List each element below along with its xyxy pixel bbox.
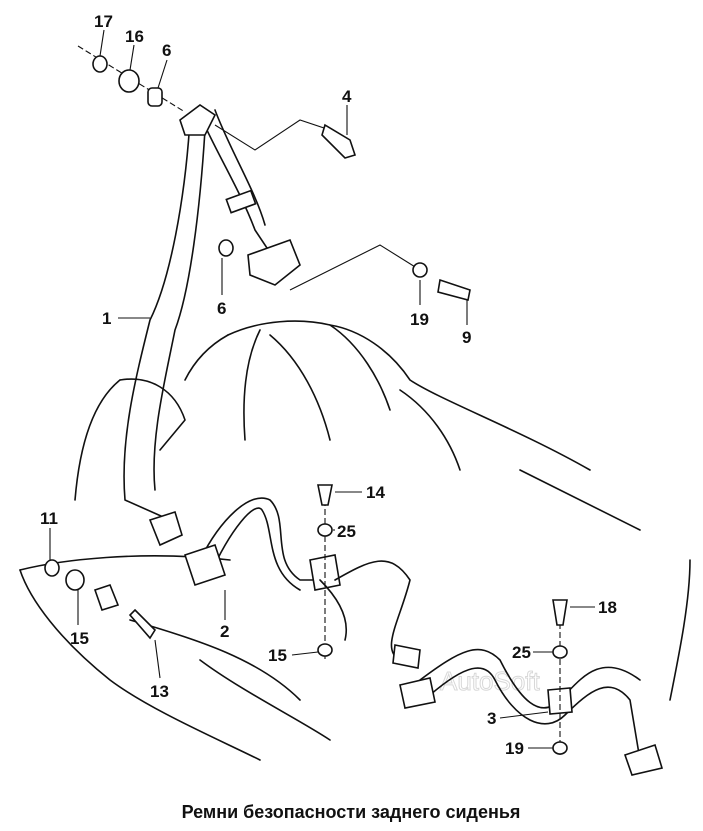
callout-6-top: 6 — [162, 41, 171, 60]
diagram-caption: Ремни безопасности заднего сиденья — [182, 802, 521, 822]
washer-25-mid — [317, 523, 333, 537]
washer-17 — [92, 55, 108, 73]
callout-4: 4 — [342, 87, 352, 106]
callout-15-left: 15 — [70, 629, 89, 648]
callout-17: 17 — [94, 12, 113, 31]
end-plate-right — [623, 743, 664, 776]
hardware-left — [44, 559, 157, 640]
callout-19-bottom: 19 — [505, 739, 524, 758]
bolt-9 — [437, 278, 471, 301]
callout-15-mid: 15 — [268, 646, 287, 665]
bolt-13 — [128, 608, 157, 640]
washer-6-mid — [218, 239, 234, 257]
callout-2: 2 — [220, 622, 229, 641]
seat-belt-3 — [399, 599, 664, 776]
buckle-2 — [183, 543, 227, 587]
upper-anchor — [179, 104, 217, 136]
lower-anchor — [93, 584, 120, 611]
callout-25-mid: 25 — [337, 522, 356, 541]
bolt-14 — [317, 484, 333, 506]
callout-6-mid: 6 — [217, 299, 226, 318]
washer-25-right — [552, 645, 568, 659]
washer-11 — [44, 559, 60, 577]
bolt-18 — [552, 599, 568, 626]
hardware-top — [77, 45, 471, 301]
callout-3: 3 — [487, 709, 496, 728]
spacer-16 — [118, 69, 140, 93]
callout-19-top: 19 — [410, 310, 429, 329]
buckle-center — [392, 644, 421, 669]
washer-19-top — [412, 262, 428, 278]
callout-14: 14 — [366, 483, 385, 502]
nut-15-mid — [317, 643, 333, 657]
bolt-4 — [321, 123, 357, 159]
nut-19-bottom — [552, 741, 568, 755]
spacer-15-left — [65, 569, 85, 591]
callout-1: 1 — [102, 309, 111, 328]
seat-belt-1 — [93, 104, 301, 611]
callout-25-right: 25 — [512, 643, 531, 662]
callout-11: 11 — [40, 509, 58, 528]
callout-9: 9 — [462, 328, 471, 347]
callout-16: 16 — [125, 27, 144, 46]
callout-18: 18 — [598, 598, 617, 617]
buckle-tongue — [148, 510, 183, 547]
belt-guide — [225, 189, 257, 214]
callout-13: 13 — [150, 682, 169, 701]
leader-lines — [49, 29, 595, 749]
seat-belt-2 — [183, 484, 421, 669]
rear-seat-outline — [19, 320, 691, 761]
watermark: AutoSoft — [440, 666, 541, 696]
retractor — [247, 238, 301, 286]
bushing-6 — [147, 87, 163, 107]
callout-labels: 17 16 6 4 6 1 19 9 14 25 11 15 2 13 15 1… — [40, 12, 617, 758]
buckle-3 — [399, 677, 436, 709]
